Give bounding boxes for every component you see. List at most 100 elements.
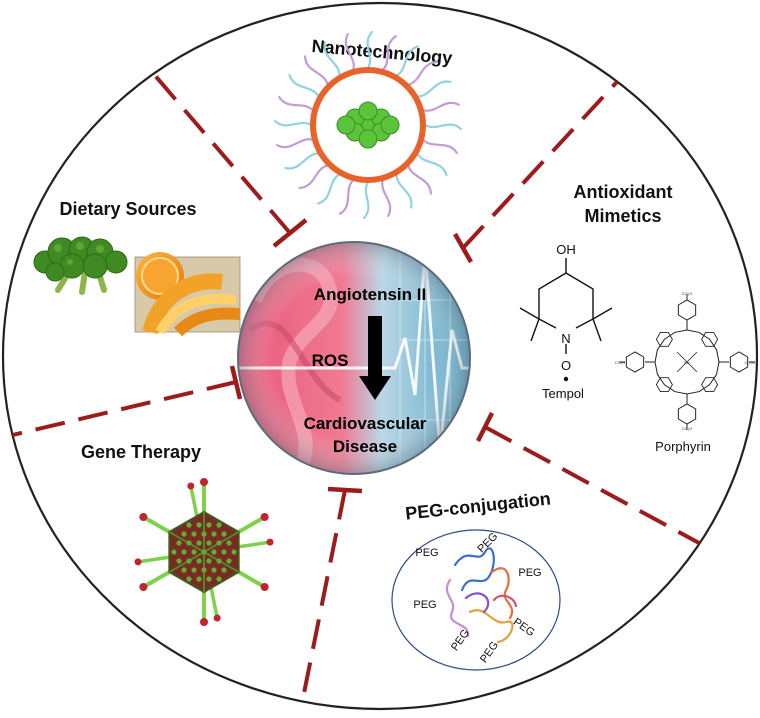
- metal-bond: [686, 351, 698, 363]
- porphyrin-substituent-bottom: CO₂H: [682, 426, 693, 431]
- tempol-label: Tempol: [542, 386, 584, 401]
- lipid-tail: [338, 178, 355, 215]
- phenyl-ring: [625, 351, 645, 373]
- title-dietary-sources: Dietary Sources: [59, 199, 196, 219]
- lipid-tail: [423, 123, 463, 131]
- capsid-hexon: [191, 531, 197, 537]
- capsid-hexon: [216, 540, 222, 546]
- center-cardiovascular: Cardiovascular: [304, 414, 427, 433]
- capsid-hexon: [201, 549, 207, 555]
- lipid-tail: [416, 152, 448, 177]
- capsid-hexon: [181, 531, 187, 537]
- center-angiotensin: Angiotensin II: [314, 285, 426, 304]
- capsid-fibre: [236, 570, 267, 589]
- capsid-hexon: [196, 576, 202, 582]
- protein-illustration: [445, 547, 518, 644]
- broccoli-image: [33, 236, 128, 295]
- capsid-hexon: [171, 549, 177, 555]
- capsid-hexon: [176, 540, 182, 546]
- lipid-tail: [323, 41, 341, 77]
- capsid-hexon: [196, 558, 202, 564]
- fibre-knob: [200, 478, 208, 486]
- fibre-knob: [260, 583, 269, 591]
- fibre-knob: [200, 618, 208, 626]
- lipid-tail: [407, 60, 438, 86]
- capsid-hexon: [216, 576, 222, 582]
- capsid-hexon: [201, 567, 207, 573]
- center-disk: [237, 241, 471, 475]
- tempol-n-label: N: [561, 331, 570, 346]
- metal-bond: [676, 351, 688, 363]
- fibre-knob: [134, 558, 142, 566]
- lipid-tail: [278, 95, 315, 112]
- tempol-structure: OH N O: [519, 242, 613, 382]
- capsid-hexon: [216, 558, 222, 564]
- title-gene-therapy: Gene Therapy: [81, 442, 201, 462]
- fibre-knob: [187, 482, 195, 490]
- fibre-knob: [139, 513, 148, 521]
- title-antioxidant: Antioxidant: [574, 182, 673, 202]
- pyrrole-ring: [655, 331, 673, 347]
- porphyrin-structure: [619, 294, 755, 430]
- phenyl-ring: [677, 299, 697, 321]
- lipid-tail: [316, 173, 341, 205]
- core-particle: [380, 115, 400, 135]
- fibre-knob: [266, 538, 274, 546]
- lipid-tail: [344, 33, 355, 72]
- lipid-tail: [381, 178, 392, 217]
- porphyrin-substituent-right: CO₂H: [745, 360, 756, 365]
- lipid-tail: [407, 164, 433, 195]
- fibre-knob: [260, 513, 269, 521]
- capsid-fibre: [141, 570, 172, 589]
- lipid-tail: [298, 164, 329, 190]
- section-dividers: [3, 56, 713, 709]
- capsid-hexon: [196, 540, 202, 546]
- radical-dot: [563, 376, 569, 382]
- capsid-hexon: [211, 549, 217, 555]
- lipid-tail: [273, 119, 313, 127]
- porphyrin-mn-label: Mn: [684, 360, 690, 365]
- porphyrin-substituent-left: CO₂H: [615, 360, 626, 365]
- lipid-tail: [395, 45, 420, 77]
- capsid-hexon: [221, 567, 227, 573]
- capsid-hexon: [186, 522, 192, 528]
- capsid-hexon: [206, 558, 212, 564]
- center-ros: ROS: [312, 351, 349, 370]
- capsid-hexon: [221, 531, 227, 537]
- capsid-fibre: [236, 515, 267, 534]
- capsid-hexon: [191, 567, 197, 573]
- tempol-o-label: O: [561, 358, 571, 373]
- center-disease: Disease: [333, 437, 397, 456]
- capsid-hexon: [226, 540, 232, 546]
- nanoparticle-illustration: [273, 30, 463, 220]
- lipid-tail: [303, 55, 329, 86]
- fibre-knob: [139, 583, 148, 591]
- capsid-hexon: [206, 522, 212, 528]
- capsid-hexon: [216, 522, 222, 528]
- capsid-hexon: [226, 558, 232, 564]
- lipid-tail: [381, 35, 398, 72]
- porphyrin-substituent-top: CO₂H: [682, 291, 693, 296]
- capsid-hexon: [206, 540, 212, 546]
- capsid-fibre: [141, 515, 172, 534]
- capsid-hexon: [206, 576, 212, 582]
- capsid-hexon: [186, 540, 192, 546]
- capsid-hexon: [196, 522, 202, 528]
- pyrrole-ring: [701, 331, 719, 347]
- capsid-hexon: [186, 558, 192, 564]
- core-particle: [358, 101, 378, 121]
- capsid-hexon: [181, 549, 187, 555]
- peg-ellipse: [391, 529, 561, 671]
- lipid-tail: [284, 152, 320, 170]
- virus-illustration: [134, 478, 274, 626]
- porphyrin-label: Porphyrin: [655, 439, 711, 454]
- peg-label-3: PEG: [518, 567, 541, 579]
- peg-label-4: PEG: [413, 599, 436, 611]
- metal-bond: [676, 361, 688, 373]
- fibre-knob: [213, 614, 221, 622]
- title-mimetics: Mimetics: [584, 206, 661, 226]
- capsid-hexon: [221, 549, 227, 555]
- capsid-hexon: [181, 567, 187, 573]
- lipid-tail: [395, 173, 413, 209]
